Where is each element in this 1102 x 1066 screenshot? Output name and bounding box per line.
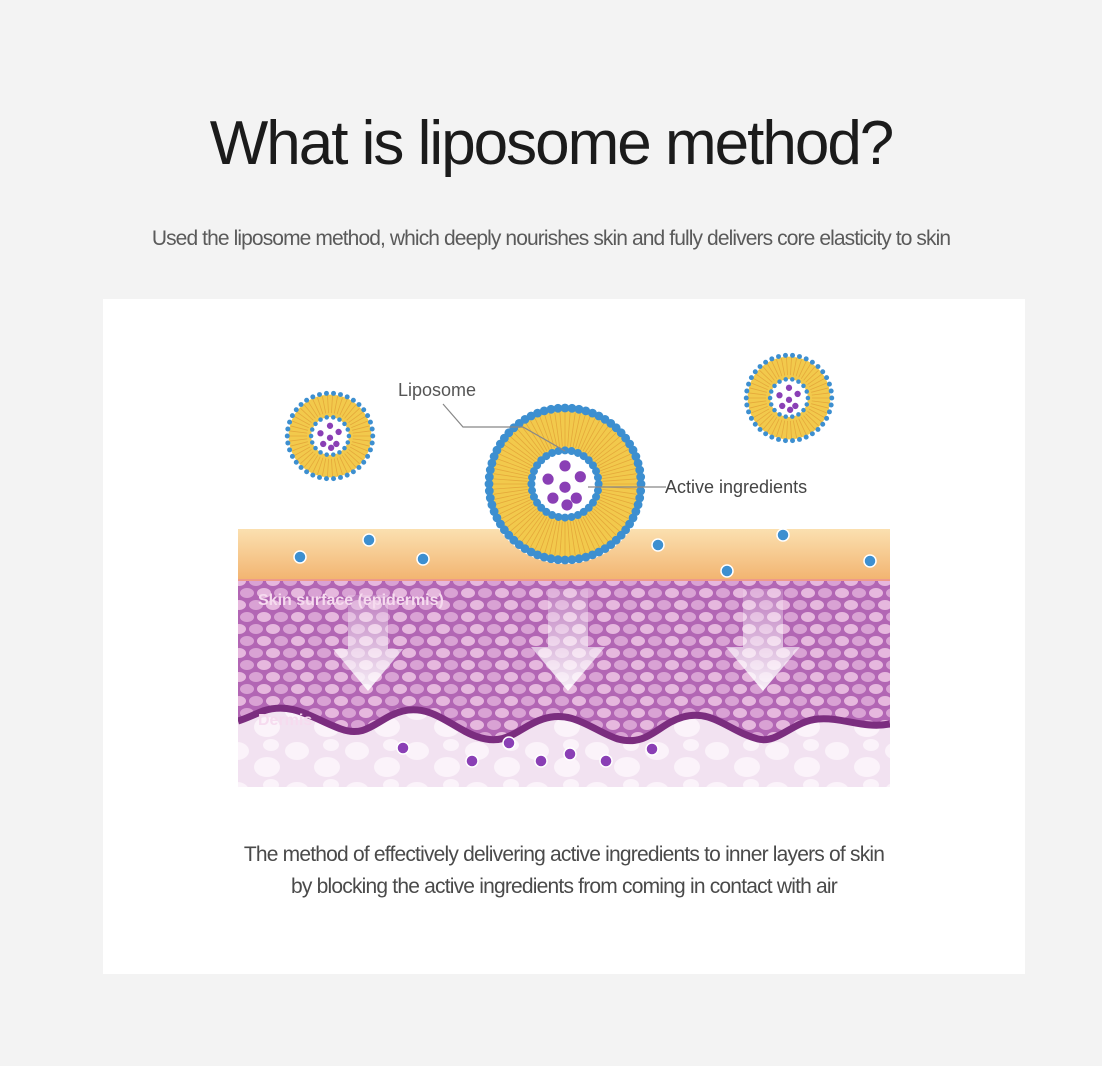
liposome-diagram: Liposome Active ingredients Skin surface…	[238, 352, 890, 787]
active-ingredient-dot	[327, 444, 335, 451]
penetration-arrow	[333, 595, 403, 691]
active-ingredient-dot	[786, 406, 794, 413]
active-ingredient-dot	[335, 428, 342, 436]
active-ingredient-dot	[559, 481, 571, 493]
liposome-callout-line	[442, 403, 566, 452]
active-ingredient-dot	[320, 440, 327, 448]
active-ingredient-dot	[792, 402, 799, 410]
penetration-arrow	[726, 589, 800, 691]
active-ingredient-dot	[333, 440, 340, 448]
active-ingredient-dot	[779, 402, 786, 410]
active-ingredient-dot	[574, 471, 586, 483]
skin-cross-section	[238, 529, 890, 787]
active-ingredient-dot	[559, 460, 571, 472]
active-ingredients-label: Active ingredients	[665, 477, 807, 497]
penetration-arrow	[531, 589, 605, 691]
caption-line-1: The method of effectively delivering act…	[243, 843, 885, 866]
active-ingredient-dot	[561, 499, 573, 511]
surface-particles	[293, 528, 877, 578]
diagram-card: Liposome Active ingredients Skin surface…	[103, 299, 1025, 974]
dermis-label: Dermis	[258, 712, 312, 729]
liposome-large-center	[484, 403, 646, 565]
epidermis-label: Skin surface (epidermis)	[258, 592, 444, 609]
liposome-small-right	[743, 352, 835, 444]
caption-line-2: by blocking the active ingredients from …	[291, 875, 838, 898]
page-title: What is liposome method?	[209, 109, 895, 178]
active-ingredient-dot	[542, 473, 554, 485]
delivered-ingredients	[396, 736, 659, 768]
active-ingredient-dot	[794, 390, 801, 398]
active-ingredient-dot	[785, 384, 793, 391]
liposome-small-left	[284, 390, 376, 482]
liposome-label: Liposome	[398, 380, 476, 400]
active-ingredient-dot	[326, 422, 334, 429]
caption: The method of effectively delivering act…	[103, 839, 1025, 903]
active-ingredient-dot	[547, 492, 559, 504]
active-ingredient-dot	[776, 392, 783, 399]
liposomes	[284, 352, 835, 565]
active-ingredient-dot	[326, 434, 334, 441]
active-ingredient-dot	[570, 492, 582, 504]
active-ingredient-dot	[785, 396, 793, 403]
basement-membrane	[238, 704, 890, 745]
page-subtitle: Used the liposome method, which deeply n…	[151, 227, 951, 250]
active-ingredient-dot	[317, 430, 324, 437]
